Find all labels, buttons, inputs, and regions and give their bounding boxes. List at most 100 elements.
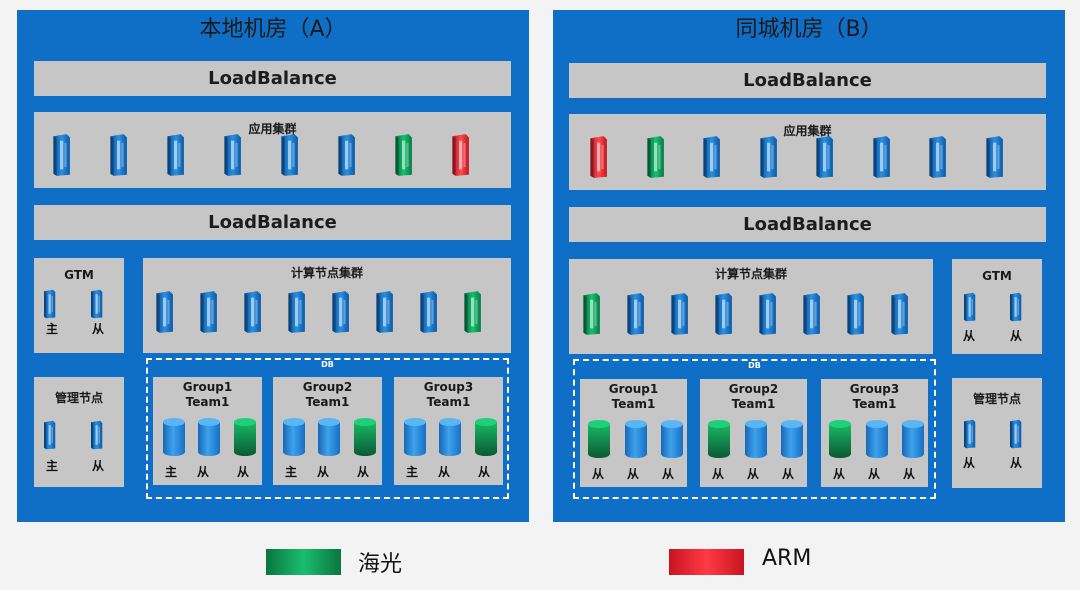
app-server-icon bbox=[281, 134, 298, 176]
compute-server-icon bbox=[464, 291, 481, 333]
app-server-icon bbox=[167, 134, 184, 176]
app-server-icon bbox=[872, 136, 890, 178]
room-b-db-group-3-role-label: 从 bbox=[903, 467, 916, 481]
mgmt-role-label: 从 bbox=[92, 459, 105, 473]
compute-server-icon bbox=[891, 293, 908, 335]
app-server-icon bbox=[759, 136, 777, 178]
mgmt-server-icon bbox=[1010, 419, 1022, 449]
room-b-db-group-3-disk-icon bbox=[902, 420, 924, 458]
app-server-icon bbox=[703, 136, 720, 178]
room-a-compute-cluster-label: 计算节点集群 bbox=[290, 266, 363, 280]
room-a-db-group-1-disk-icon bbox=[234, 418, 256, 456]
room-b-db-group-3-disk-icon bbox=[829, 420, 851, 458]
app-server-icon bbox=[224, 134, 241, 176]
room-b-mgmt-label: 管理节点 bbox=[972, 392, 1021, 406]
room-b-gtm-label: GTM bbox=[982, 269, 1012, 283]
app-server-icon bbox=[395, 134, 412, 176]
mgmt-role-label: 从 bbox=[963, 456, 976, 470]
gtm-server-icon bbox=[91, 289, 103, 319]
room-b-title: 同城机房（B） bbox=[735, 17, 883, 42]
room-b-db-group-1-role-label: 从 bbox=[627, 467, 640, 481]
room-b-db-group-1-role-label: 从 bbox=[662, 467, 675, 481]
room-a-db-group-2-disk-icon bbox=[283, 418, 305, 456]
room-a-db-group-1-disk-icon bbox=[198, 418, 220, 456]
room-b-db-group-1-name: Group1 bbox=[608, 382, 659, 396]
room-a-loadbalance-mid: LoadBalance bbox=[34, 205, 511, 240]
room-b-db-group-1-disk-icon bbox=[625, 420, 647, 458]
app-server-icon bbox=[110, 134, 127, 176]
app-server-icon bbox=[338, 134, 355, 176]
compute-server-icon bbox=[156, 291, 173, 333]
room-b-app-cluster-label: 应用集群 bbox=[783, 124, 832, 138]
gtm-role-label: 从 bbox=[92, 322, 105, 336]
room-a-db-group-1-team: Team1 bbox=[185, 395, 230, 409]
room-a-mgmt-label: 管理节点 bbox=[54, 391, 103, 405]
room-a-db-group-3-role-label: 主 bbox=[406, 465, 419, 479]
room-b-db-box: DB bbox=[573, 359, 936, 499]
room-b-db-group-2-disk-icon bbox=[781, 420, 803, 458]
room-a-db-box: DB bbox=[146, 358, 509, 499]
mgmt-role-label: 从 bbox=[1010, 456, 1023, 470]
room-b-db-group-2-role-label: 从 bbox=[747, 467, 760, 481]
compute-server-icon bbox=[759, 293, 776, 335]
room-a-db-group-3-role-label: 从 bbox=[438, 465, 451, 479]
legend-label-haiguang: 海光 bbox=[358, 552, 403, 577]
room-a-gtm-label: GTM bbox=[64, 268, 94, 282]
room-a-db-label: DB bbox=[321, 360, 334, 369]
gtm-server-icon bbox=[964, 292, 976, 322]
room-a-db-group-1-role-label: 主 bbox=[165, 465, 178, 479]
room-a-db-group-2-role-label: 从 bbox=[357, 465, 370, 479]
app-server-icon bbox=[53, 134, 70, 176]
room-b-db-group-2-role-label: 从 bbox=[712, 467, 725, 481]
room-a-db-group-2-role-label: 主 bbox=[285, 465, 298, 479]
room-b-db-group-1-team: Team1 bbox=[611, 397, 656, 411]
room-a-db-group-2-disk-icon bbox=[318, 418, 340, 456]
room-b-db-group-3-team: Team1 bbox=[852, 397, 897, 411]
compute-server-icon bbox=[671, 293, 688, 335]
room-a-loadbalance-top: LoadBalance bbox=[34, 61, 511, 96]
app-server-icon bbox=[985, 136, 1003, 178]
room-a-app-cluster-label: 应用集群 bbox=[248, 122, 297, 136]
room-b-db-group-3-name: Group3 bbox=[849, 382, 900, 396]
compute-server-icon bbox=[715, 293, 732, 335]
room-b-db-label: DB bbox=[748, 361, 761, 370]
room-b-loadbalance-top: LoadBalance bbox=[569, 63, 1046, 98]
room-a-db-group-3-team: Team1 bbox=[426, 395, 471, 409]
room-b-db-group-2-team: Team1 bbox=[731, 397, 776, 411]
room-b-db-group-2-name: Group2 bbox=[728, 382, 779, 396]
room-b-db-group-3-role-label: 从 bbox=[833, 467, 846, 481]
room-a-db-group-1-role-label: 从 bbox=[237, 465, 250, 479]
app-server-icon bbox=[929, 136, 946, 178]
mgmt-server-icon bbox=[91, 420, 103, 450]
room-a-db-group-1-disk-icon bbox=[163, 418, 185, 456]
room-a-db-group-2-team: Team1 bbox=[305, 395, 350, 409]
room-b-db-group-1-role-label: 从 bbox=[592, 467, 605, 481]
gtm-role-label: 主 bbox=[46, 322, 59, 336]
room-b-app-cluster: 应用集群 bbox=[569, 114, 1046, 190]
gtm-server-icon bbox=[1010, 292, 1022, 322]
mgmt-server-icon bbox=[44, 420, 56, 450]
compute-server-icon bbox=[244, 291, 261, 333]
gtm-role-label: 从 bbox=[963, 329, 976, 343]
room-b-loadbalance-mid: LoadBalance bbox=[569, 207, 1046, 242]
room-a-db-group-3-name: Group3 bbox=[423, 380, 474, 394]
room-a-db-group-2-role-label: 从 bbox=[317, 465, 330, 479]
app-server-icon bbox=[590, 136, 607, 178]
room-b-db-group-2-disk-icon bbox=[745, 420, 767, 458]
room-a-db-group-1-name: Group1 bbox=[182, 380, 233, 394]
app-server-icon bbox=[452, 134, 469, 176]
mgmt-role-label: 主 bbox=[46, 459, 59, 473]
room-b-db-group-2-role-label: 从 bbox=[782, 467, 795, 481]
compute-server-icon bbox=[200, 291, 217, 333]
room-b-db-group-2-disk-icon bbox=[708, 420, 730, 458]
room-b-db-group-3-disk-icon bbox=[866, 420, 888, 458]
compute-server-icon bbox=[420, 291, 437, 333]
compute-server-icon bbox=[376, 291, 393, 333]
gtm-role-label: 从 bbox=[1010, 329, 1023, 343]
mgmt-server-icon bbox=[964, 419, 976, 449]
room-a-db-group-1-role-label: 从 bbox=[197, 465, 210, 479]
room-a-db-group-2-name: Group2 bbox=[302, 380, 353, 394]
legend-swatch-haiguang bbox=[266, 549, 341, 575]
gtm-server-icon bbox=[44, 289, 56, 319]
room-b-db-group-3-role-label: 从 bbox=[868, 467, 881, 481]
